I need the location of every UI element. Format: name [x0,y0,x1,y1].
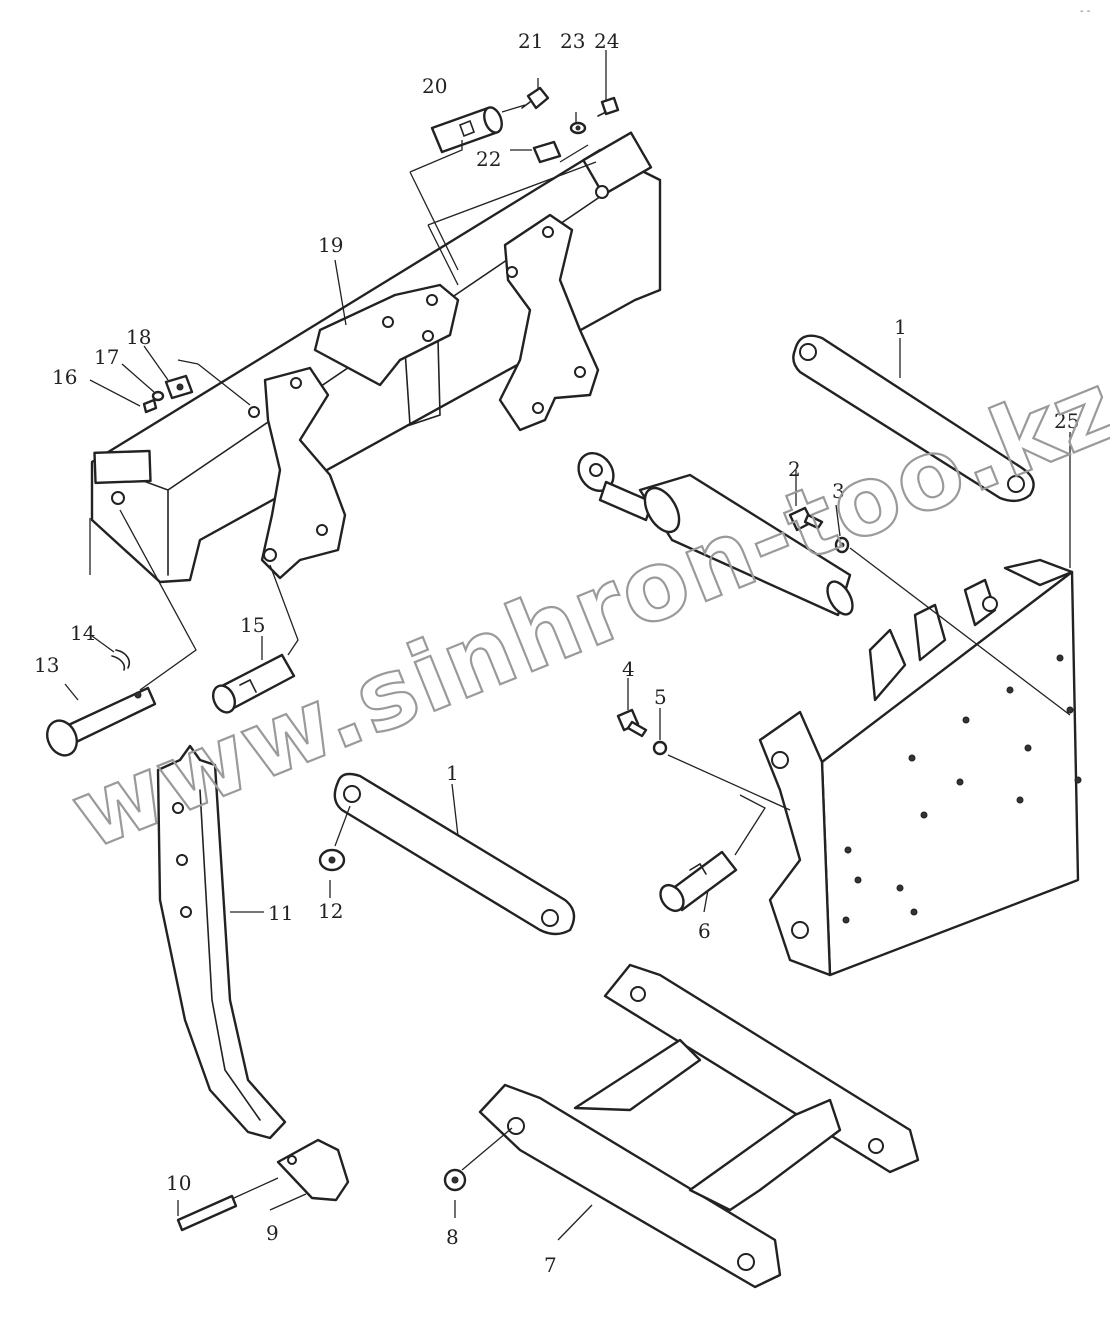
part-23-washer [569,121,587,135]
part-12-nut [318,848,346,872]
callout-23: 23 [560,29,585,53]
callout-21: 21 [518,29,543,53]
callout-4: 4 [622,657,635,681]
part-2-bolt [788,506,824,532]
part-15-pin [211,653,296,714]
part-5-washer [652,740,668,756]
part-21-bolt [521,86,550,110]
part-11-ripper-shank [156,744,287,1140]
part-14-cotter-pin [111,649,131,671]
callout-19: 19 [318,233,343,257]
part-20-pin [430,106,503,154]
callout-14: 14 [70,621,95,645]
callout-20: 20 [422,74,447,98]
right-lift-bracket [498,213,600,432]
callout-2: 2 [788,457,801,481]
part-8-nut [443,1168,467,1192]
callout-9: 9 [266,1221,279,1245]
part-10-pin [176,1194,238,1232]
part-4-bolt [616,708,648,738]
callout-24: 24 [594,29,619,53]
part-6-pin [659,850,738,913]
callout-16: 16 [52,365,77,389]
part-3-washer [834,536,850,554]
callout-11: 11 [268,901,293,925]
callout-1-lower: 1 [446,761,459,785]
callout-8: 8 [446,1225,459,1249]
callout-17: 17 [94,345,119,369]
leader-lines [64,50,1071,1241]
part-1-upper-link [792,334,1035,503]
part-18-lock-plate [164,374,194,400]
callout-5: 5 [654,685,667,709]
callout-labels: 21 23 24 20 22 19 18 17 16 1 25 2 3 15 1… [34,29,1079,1277]
part-13-long-pin [46,686,157,757]
callout-25: 25 [1054,409,1079,433]
part-7-lower-frame [478,963,920,1289]
part-1-lower-link [333,772,576,936]
callout-3: 3 [832,479,845,503]
left-lift-bracket [248,366,347,580]
part-9-tooth-tip [276,1138,350,1202]
part-24-bolt [597,96,620,117]
callout-12: 12 [318,899,343,923]
callout-18: 18 [126,325,151,349]
part-19-center-bracket [313,283,460,387]
hydraulic-cylinder [577,452,854,617]
corner-mark: - - [1080,6,1091,17]
callout-10: 10 [166,1171,191,1195]
callout-1-upper: 1 [894,315,907,339]
callout-7: 7 [544,1253,557,1277]
callout-22: 22 [476,147,501,171]
callout-15: 15 [240,613,265,637]
callout-13: 13 [34,653,59,677]
part-25-mounting-frame [758,558,1082,977]
part-16-bolt [142,398,158,414]
part-17-washer [151,390,165,402]
callout-6: 6 [698,919,711,943]
part-22-plate [532,140,562,164]
